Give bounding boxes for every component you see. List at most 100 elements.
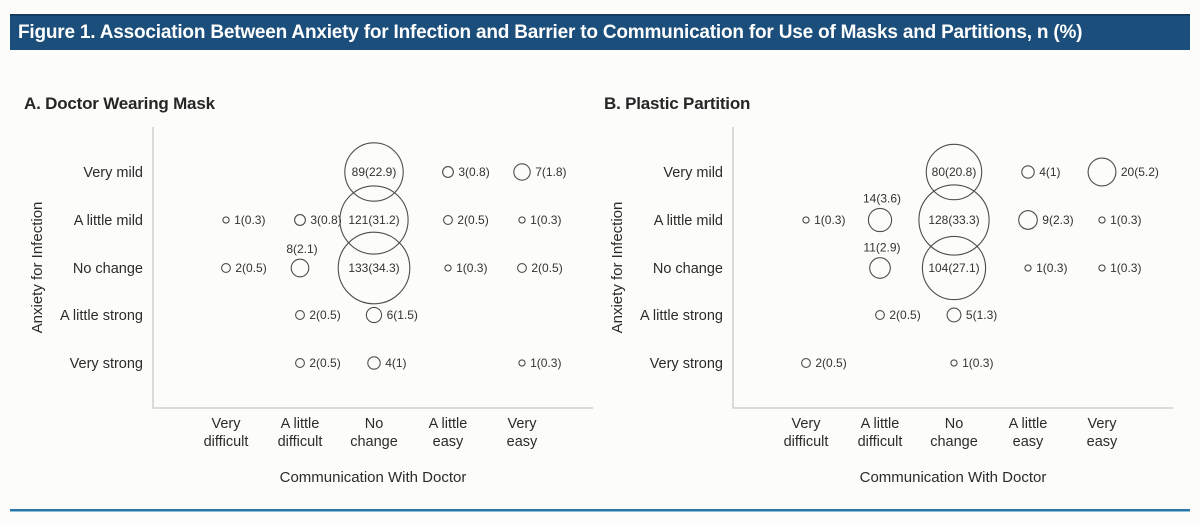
y-axis-title: Anxiety for Infection xyxy=(609,202,626,334)
data-point-circle xyxy=(1098,216,1106,224)
data-point-label: 133(34.3) xyxy=(348,261,399,275)
x-tick-label: Very xyxy=(791,416,821,432)
data-point-circle xyxy=(294,214,306,226)
x-tick-label: easy xyxy=(1013,434,1044,450)
data-point-circle xyxy=(221,263,231,273)
data-point-circle xyxy=(295,310,305,320)
x-tick-label: change xyxy=(930,434,978,450)
y-tick-label: A little strong xyxy=(60,308,143,324)
data-point-label: 104(27.1) xyxy=(928,261,979,275)
figure-title-bar: Figure 1. Association Between Anxiety fo… xyxy=(10,14,1190,50)
data-point-circle xyxy=(925,143,983,201)
x-tick-label: A little xyxy=(861,416,900,432)
data-point-label: 2(0.5) xyxy=(309,356,340,370)
data-point-circle xyxy=(869,257,891,279)
footer-rule xyxy=(10,509,1190,512)
data-point-label: 121(31.2) xyxy=(348,213,399,227)
data-point-circle xyxy=(442,166,454,178)
data-point-circle xyxy=(1098,264,1106,272)
x-tick-label: difficult xyxy=(278,434,323,450)
data-point-label: 1(0.3) xyxy=(1110,261,1141,275)
data-point-circle xyxy=(337,231,411,305)
y-axis-title: Anxiety for Infection xyxy=(29,202,46,334)
data-point-circle xyxy=(867,207,893,233)
data-point-label: 8(2.1) xyxy=(286,242,317,256)
data-point-circle xyxy=(1024,264,1032,272)
x-tick-label: A little xyxy=(429,416,468,432)
data-point-label: 5(1.3) xyxy=(966,308,997,322)
data-point-circle xyxy=(1087,157,1117,187)
data-point-circle xyxy=(443,215,453,225)
data-point-circle xyxy=(875,310,885,320)
axis-lines xyxy=(152,127,593,409)
x-tick-label: easy xyxy=(507,434,538,450)
x-tick-label: Very xyxy=(1087,416,1117,432)
data-point-circle xyxy=(513,163,531,181)
x-tick-label: change xyxy=(350,434,398,450)
data-point-label: 4(1) xyxy=(385,356,406,370)
axis-lines xyxy=(732,127,1173,409)
data-point-label: 11(2.9) xyxy=(863,241,900,255)
panel-b-title: B. Plastic Partition xyxy=(604,94,751,113)
data-point-label: 1(0.3) xyxy=(234,213,265,227)
data-point-circle xyxy=(295,358,305,368)
y-tick-label: A little mild xyxy=(654,213,723,229)
y-tick-label: Very mild xyxy=(663,165,723,181)
data-point-label: 89(22.9) xyxy=(352,165,397,179)
data-point-circle xyxy=(290,258,310,278)
data-point-label: 128(33.3) xyxy=(928,213,979,227)
data-point-circle xyxy=(517,263,527,273)
data-point-circle xyxy=(1021,165,1035,179)
y-tick-label: No change xyxy=(653,261,723,277)
data-point-label: 2(0.5) xyxy=(815,356,846,370)
data-point-circle xyxy=(444,264,452,272)
data-point-label: 1(0.3) xyxy=(456,261,487,275)
data-point-label: 20(5.2) xyxy=(1121,165,1159,179)
y-tick-label: Very strong xyxy=(70,356,143,372)
data-point-circle xyxy=(365,306,383,324)
x-tick-label: No xyxy=(365,416,384,432)
data-point-circle xyxy=(518,359,526,367)
x-tick-label: easy xyxy=(433,434,464,450)
data-point-label: 1(0.3) xyxy=(530,356,561,370)
x-tick-label: Very xyxy=(507,416,537,432)
data-point-label: 80(20.8) xyxy=(932,165,977,179)
y-tick-label: A little mild xyxy=(74,213,143,229)
data-point-label: 14(3.6) xyxy=(863,191,901,205)
data-point-label: 3(0.8) xyxy=(458,165,489,179)
data-point-circle xyxy=(367,356,381,370)
y-tick-label: Very strong xyxy=(650,356,723,372)
data-point-label: 4(1) xyxy=(1039,165,1060,179)
data-point-label: 1(0.3) xyxy=(530,213,561,227)
data-point-circle xyxy=(802,216,810,224)
x-tick-label: No xyxy=(945,416,964,432)
data-point-label: 1(0.3) xyxy=(814,213,845,227)
data-point-label: 3(0.8) xyxy=(310,213,341,227)
x-tick-label: A little xyxy=(281,416,320,432)
y-tick-label: Very mild xyxy=(83,165,143,181)
data-point-label: 7(1.8) xyxy=(535,165,566,179)
data-point-label: 1(0.3) xyxy=(962,356,993,370)
x-tick-label: easy xyxy=(1087,434,1118,450)
data-point-circle xyxy=(344,142,404,202)
data-point-label: 1(0.3) xyxy=(1036,261,1067,275)
data-point-circle xyxy=(946,307,962,323)
y-tick-label: No change xyxy=(73,261,143,277)
data-point-circle xyxy=(222,216,230,224)
data-point-label: 2(0.5) xyxy=(889,308,920,322)
data-point-label: 1(0.3) xyxy=(1110,213,1141,227)
data-point-circle xyxy=(801,358,811,368)
data-point-label: 2(0.5) xyxy=(457,213,488,227)
x-tick-label: difficult xyxy=(784,434,829,450)
data-point-label: 2(0.5) xyxy=(309,308,340,322)
data-point-circle xyxy=(918,184,990,256)
x-tick-label: difficult xyxy=(858,434,903,450)
panel-a-title: A. Doctor Wearing Mask xyxy=(24,94,215,113)
figure-title: Figure 1. Association Between Anxiety fo… xyxy=(18,22,1083,43)
data-point-circle xyxy=(518,216,526,224)
x-axis-title: Communication With Doctor xyxy=(280,469,467,486)
data-point-circle xyxy=(339,185,409,255)
data-point-label: 6(1.5) xyxy=(387,308,418,322)
